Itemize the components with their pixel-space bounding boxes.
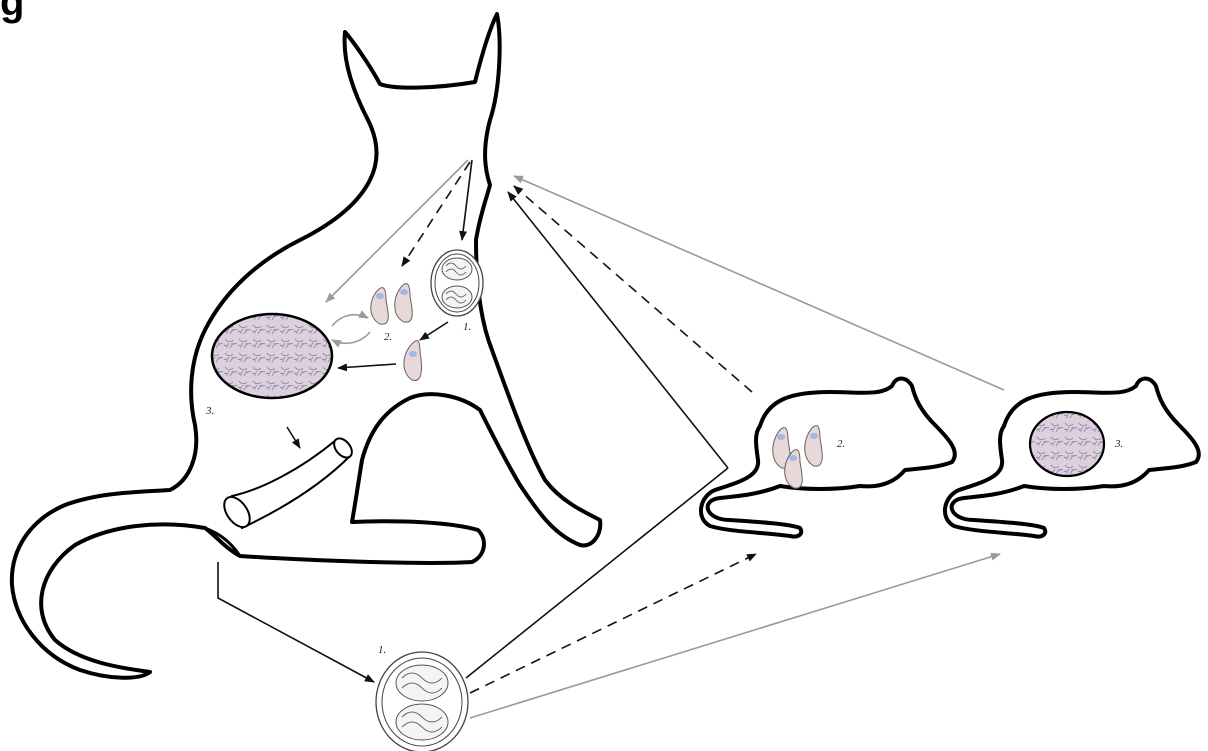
mouse-2-tissue-cyst <box>1030 412 1104 476</box>
label-mouse1-tachyzoites: 2. <box>837 438 845 450</box>
environmental-oocyst <box>376 652 468 751</box>
cat-oocyst <box>431 250 483 316</box>
label-cat-oocyst: 1. <box>463 321 471 333</box>
mouse-host-1 <box>701 379 955 537</box>
label-cat-tissue-cyst: 3. <box>205 405 214 417</box>
cat-tissue-cyst <box>212 314 332 398</box>
mouse-host-2 <box>945 379 1199 537</box>
label-env-oocyst: 1. <box>378 644 386 656</box>
label-mouse2-tissue-cyst: 3. <box>1114 438 1123 450</box>
label-cat-tachyzoites: 2. <box>384 331 392 343</box>
mouse-1-silhouette <box>701 379 955 537</box>
